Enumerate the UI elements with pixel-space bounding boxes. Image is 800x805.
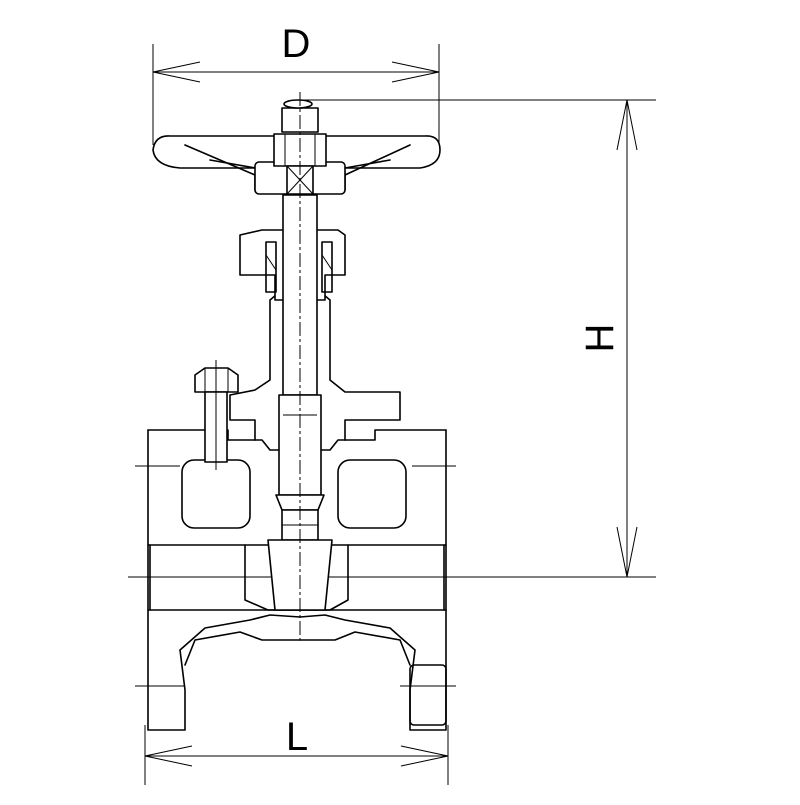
dimension-label-h: H: [578, 324, 622, 353]
bonnet-bolt: [194, 360, 239, 470]
dimension-h: H: [128, 99, 656, 578]
handwheel: [152, 99, 441, 195]
dimension-l: L: [144, 715, 449, 785]
dimension-label-d: D: [282, 22, 311, 66]
dimension-d: D: [152, 22, 440, 145]
dimension-label-l: L: [286, 715, 308, 759]
